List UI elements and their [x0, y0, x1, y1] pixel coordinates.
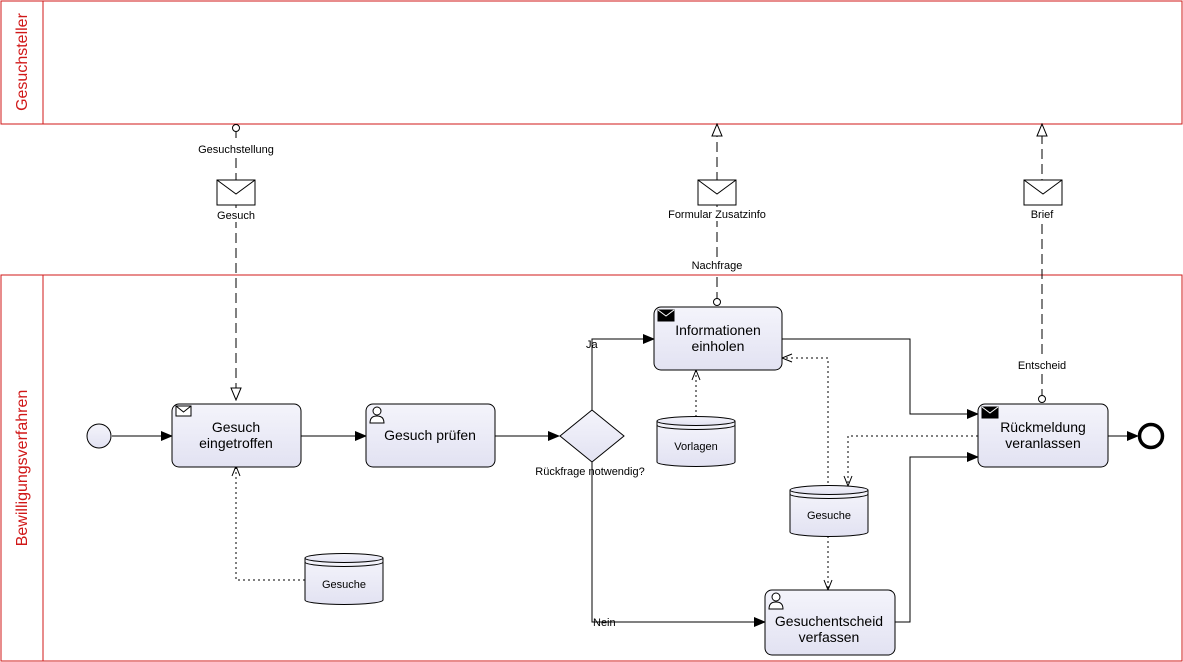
end-event[interactable] — [1137, 422, 1165, 450]
task-informationen-einholen[interactable]: Informationen einholen — [653, 306, 783, 371]
label-gesuchstellung: Gesuchstellung — [198, 144, 274, 156]
envelope-icon — [175, 405, 192, 417]
datastore-gesuche-left[interactable]: Gesuche — [304, 553, 384, 605]
envelope-icon — [1023, 179, 1063, 206]
pool-gesuchsteller: Gesuchsteller — [0, 0, 1183, 125]
task-label: Gesuch — [212, 419, 260, 435]
task-label: Gesuchentscheid — [775, 613, 883, 629]
envelope-icon — [216, 179, 256, 206]
label-formular-zusatzinfo: Formular Zusatzinfo — [668, 209, 766, 221]
envelope-icon — [697, 179, 737, 206]
gateway-rueckfrage[interactable] — [559, 409, 625, 463]
datastore-vorlagen[interactable]: Vorlagen — [656, 416, 736, 467]
datastore-label: Gesuche — [807, 510, 851, 522]
task-label: verfassen — [799, 629, 860, 645]
user-icon — [768, 592, 784, 610]
task-label: Informationen — [675, 322, 761, 338]
task-gesuch-pruefen[interactable]: Gesuch prüfen — [365, 403, 496, 468]
task-label: eingetroffen — [199, 435, 273, 451]
label-gesuch: Gesuch — [217, 210, 255, 222]
task-label: Rückmeldung — [1000, 419, 1086, 435]
task-gesuchentscheid-verfassen[interactable]: Gesuchentscheid verfassen — [764, 589, 896, 656]
task-label: einholen — [692, 338, 745, 354]
gateway-label: Rückfrage notwendig? — [535, 466, 644, 478]
task-rueckmeldung-veranlassen[interactable]: Rückmeldung veranlassen — [977, 403, 1109, 468]
envelope-filled-icon — [981, 406, 999, 419]
label-entscheid: Entscheid — [1018, 360, 1066, 372]
sequence-flows — [112, 334, 1139, 627]
datastore-gesuche-mid[interactable]: Gesuche — [789, 485, 869, 537]
envelope-filled-icon — [657, 309, 675, 322]
task-label: veranlassen — [1005, 435, 1081, 451]
label-nachfrage: Nachfrage — [692, 260, 743, 272]
flow-label-nein: Nein — [593, 617, 616, 629]
data-associations — [236, 358, 978, 590]
start-event[interactable] — [86, 423, 112, 449]
task-label: Gesuch prüfen — [384, 427, 476, 443]
task-gesuch-eingetroffen[interactable]: Gesuch eingetroffen — [171, 403, 302, 468]
pool-label-bewilligungsverfahren: Bewilligungsverfahren — [14, 390, 31, 547]
flow-label-ja: Ja — [586, 339, 599, 351]
datastore-label: Gesuche — [322, 579, 366, 591]
user-icon — [369, 406, 385, 424]
label-brief: Brief — [1031, 209, 1055, 221]
pool-label-gesuchsteller: Gesuchsteller — [14, 12, 31, 110]
datastore-label: Vorlagen — [674, 441, 717, 453]
